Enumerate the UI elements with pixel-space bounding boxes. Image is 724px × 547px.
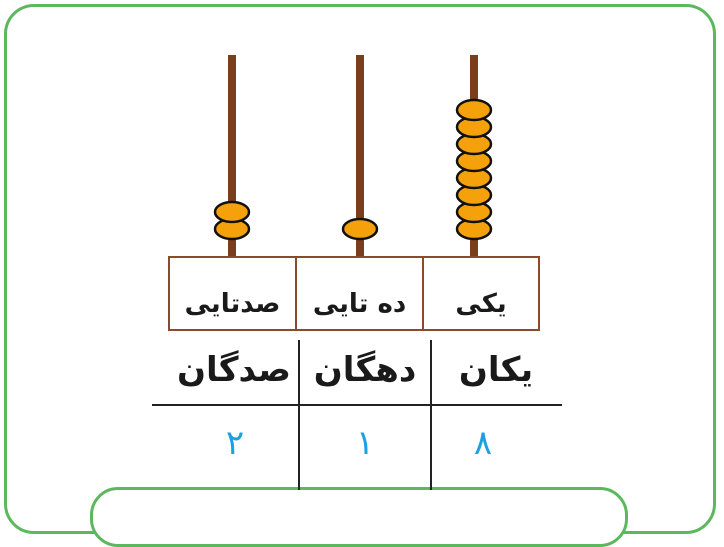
label-ones: یکی [422,256,540,331]
table-divider-right [430,340,432,490]
bead-hundreds [213,200,251,224]
digit-tens: ۱ [355,422,375,463]
header-hundreds: صدگان [176,350,292,390]
digit-ones: ۸ [473,422,493,463]
digit-hundreds: ۲ [225,422,245,463]
label-hundreds: صدتایی [168,256,297,331]
header-tens: دهگان [313,350,417,390]
rod-hundreds [228,55,236,258]
rod-tens [356,55,364,258]
abacus [213,55,493,258]
abacus-beads [213,98,493,241]
header-ones: یکان [458,350,534,390]
table-divider-horizontal [152,404,562,406]
table-divider-left [298,340,300,490]
label-tens: ده تایی [295,256,424,331]
bead-tens [341,217,379,241]
bead-ones [455,98,493,122]
